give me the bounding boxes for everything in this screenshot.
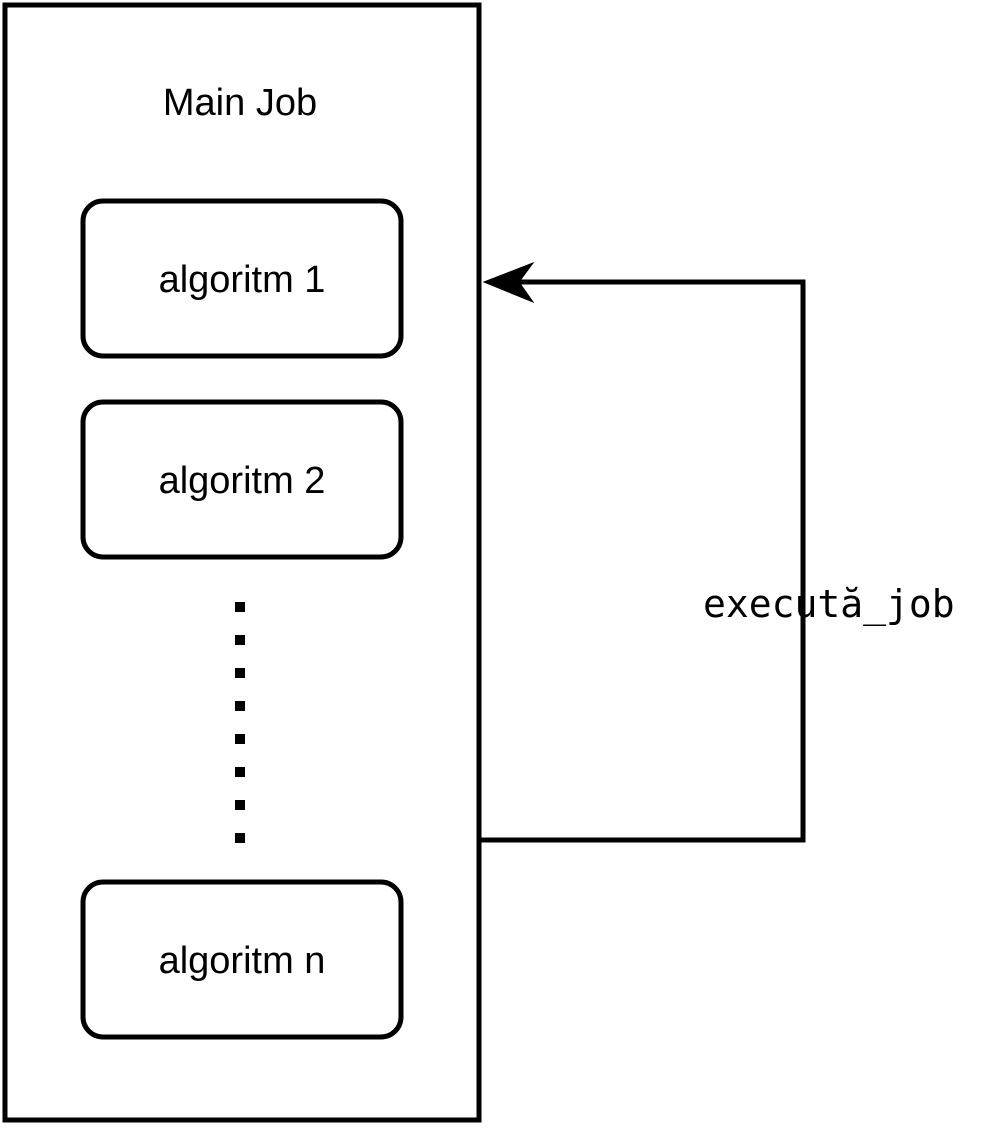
vertical-ellipsis-icon xyxy=(235,602,245,843)
executa-job-edge-label: execută_job xyxy=(703,582,955,627)
node-algoritm-2-label: algoritm 2 xyxy=(159,460,326,502)
node-algoritm-n-label: algoritm n xyxy=(159,940,326,982)
node-algoritm-1-label: algoritm 1 xyxy=(159,259,326,301)
main-job-title: Main Job xyxy=(163,82,317,124)
node-algoritm-2[interactable] xyxy=(80,399,404,560)
node-algoritm-n[interactable] xyxy=(80,879,404,1040)
executa-job-arrowhead-icon xyxy=(482,261,535,304)
node-algoritm-1[interactable] xyxy=(80,198,404,359)
executa-job-edge[interactable] xyxy=(479,261,806,843)
executa-job-edge-path xyxy=(479,279,806,843)
